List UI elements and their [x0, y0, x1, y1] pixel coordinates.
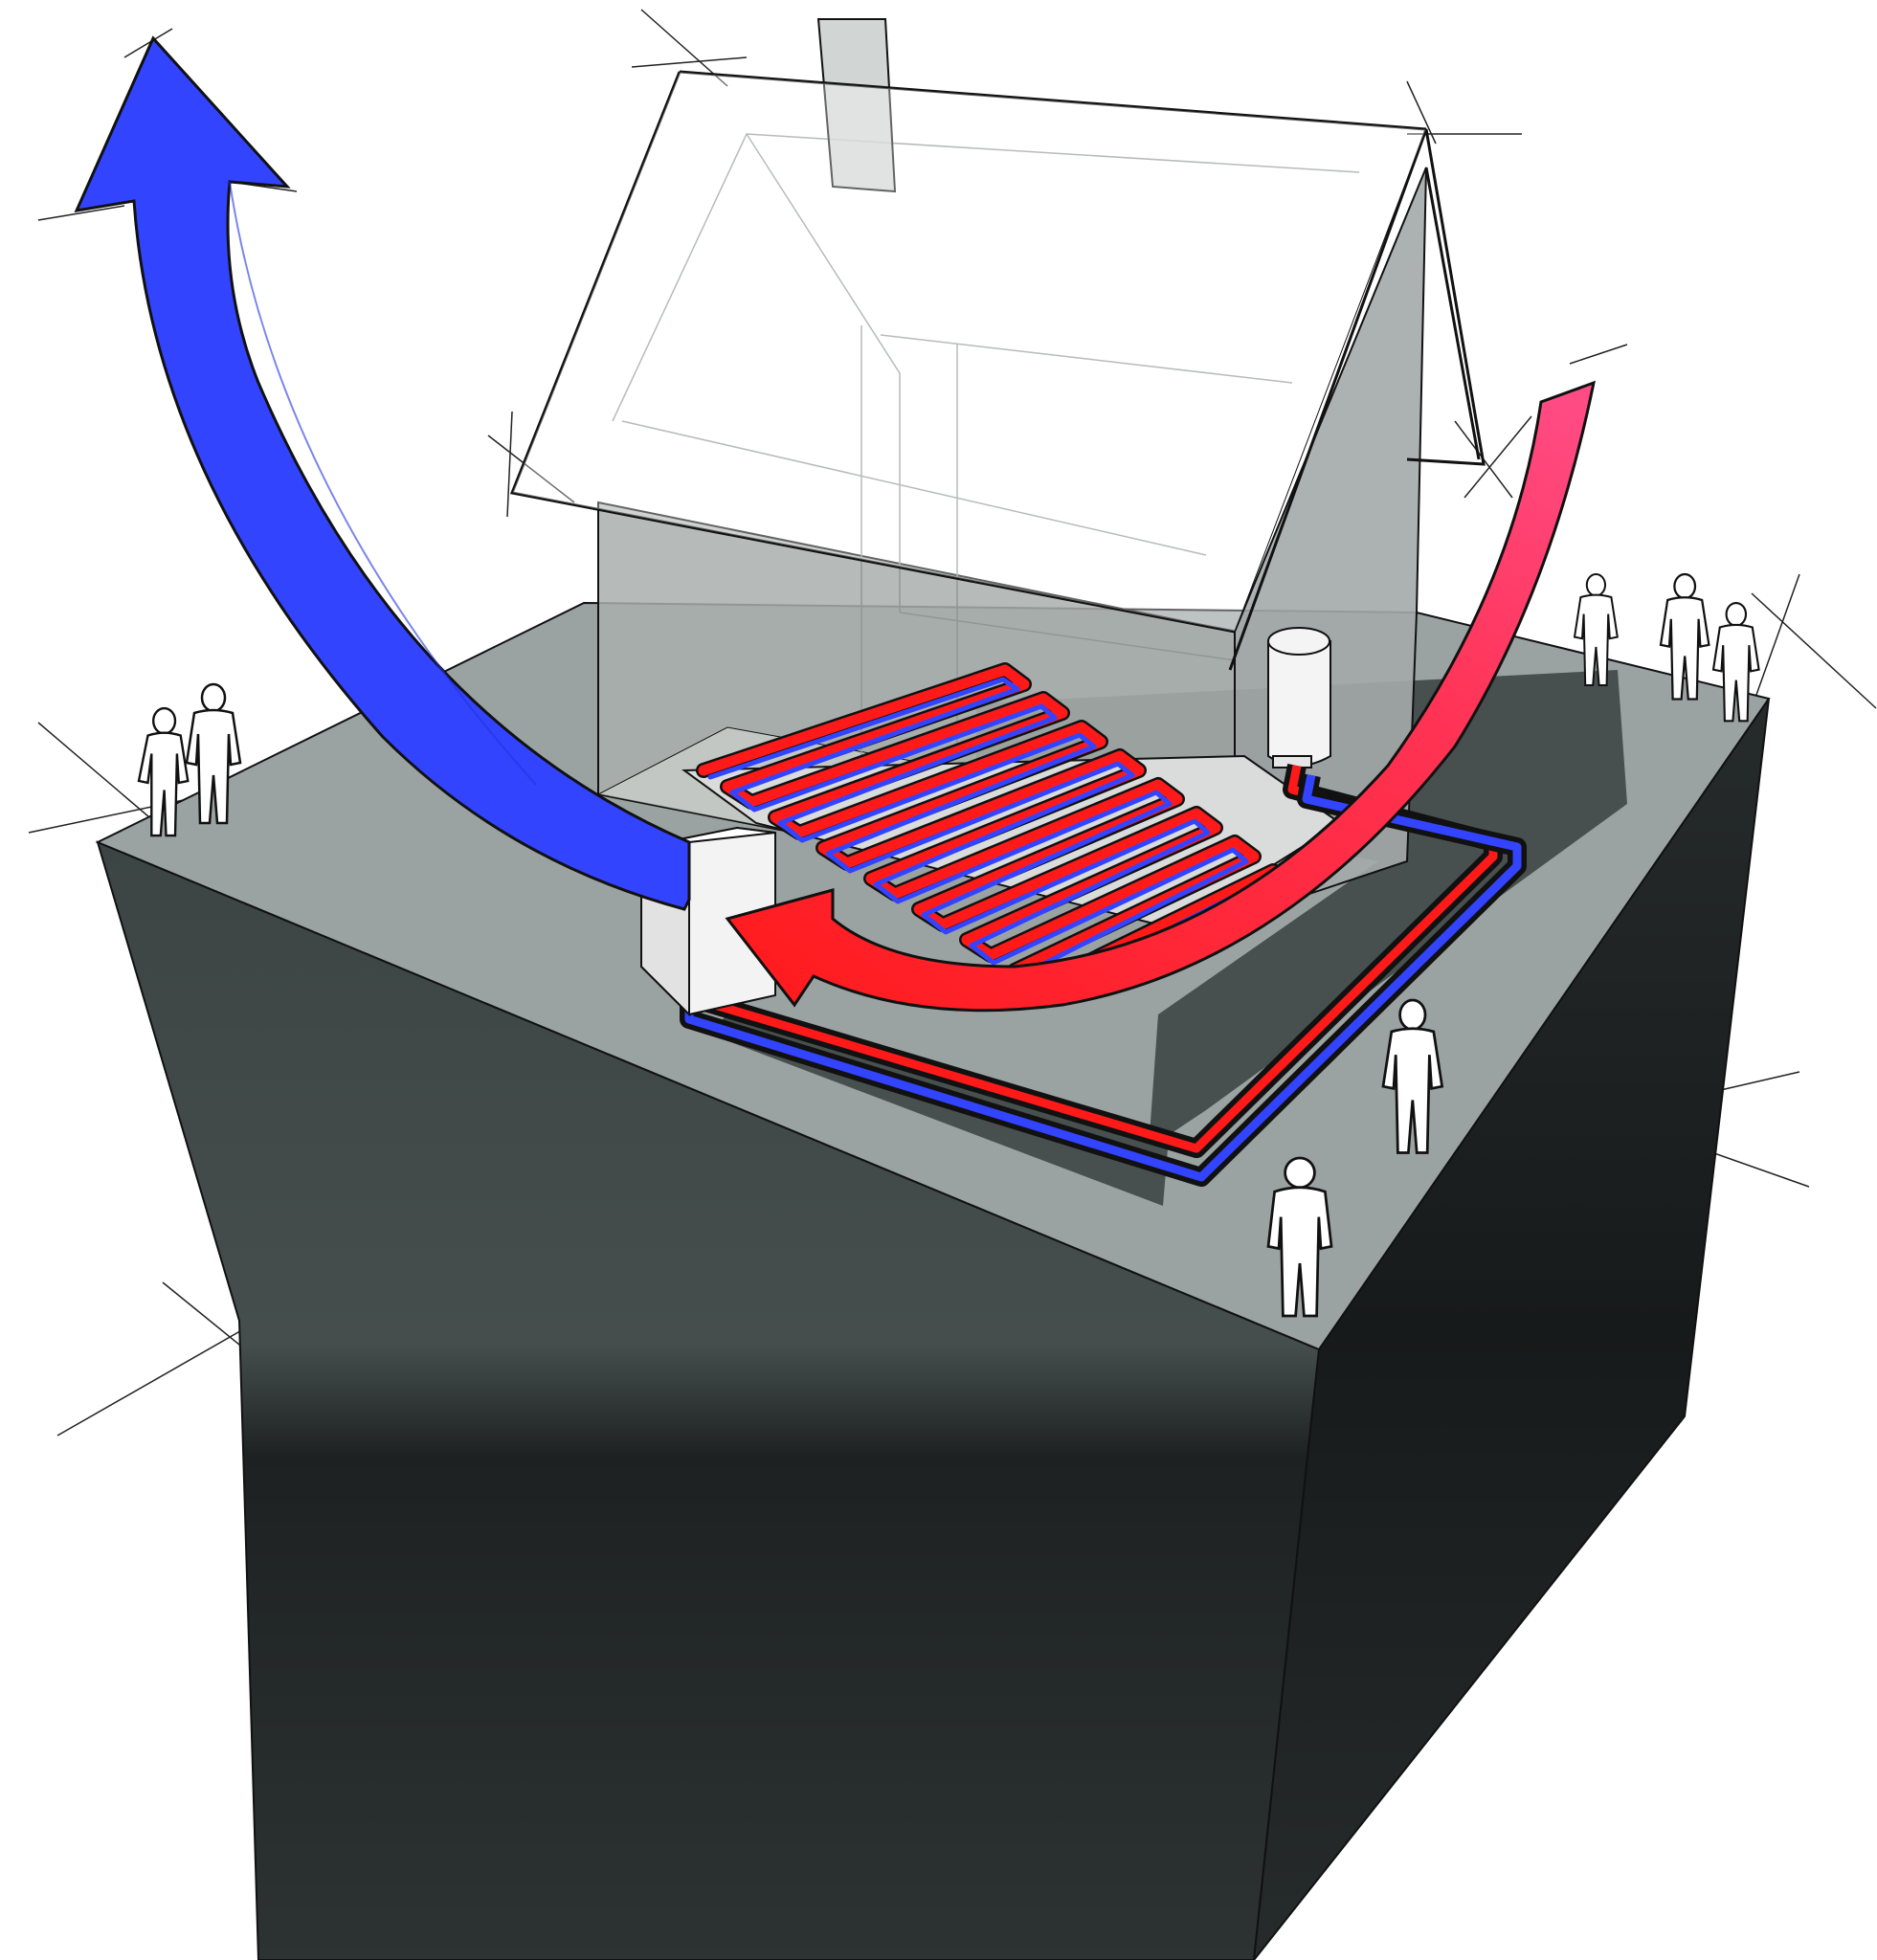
arrow-up-left-icon [74, 35, 691, 911]
person-icon [1381, 998, 1444, 1154]
arrow-curve-left-icon [725, 380, 1597, 1013]
water-tank [1267, 627, 1331, 768]
person-icon [1711, 601, 1760, 723]
roof-slope [511, 71, 1427, 633]
people [137, 572, 1760, 1318]
person-icon [1573, 572, 1619, 687]
underfloor-heating-coil [682, 662, 1342, 996]
person-icon [1266, 1156, 1333, 1318]
person-icon [1659, 572, 1710, 701]
person-icon [185, 682, 242, 825]
person-icon [137, 706, 190, 837]
chimney [816, 18, 897, 193]
